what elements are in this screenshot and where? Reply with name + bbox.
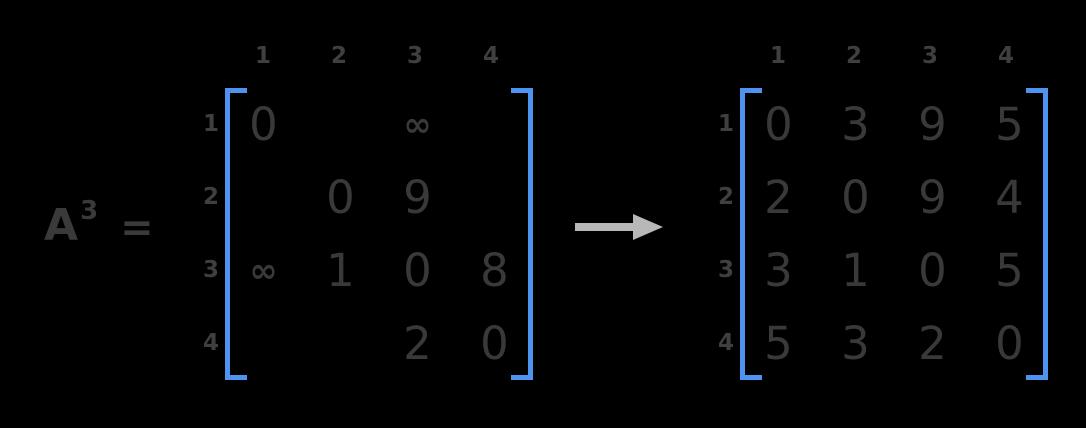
matrix-b-cell: 5 [764,317,793,370]
matrix-b-cell: 2 [764,171,793,224]
matrix-a-row: ∞ 1 0 8 [225,234,533,307]
matrix-a-col-header: 1 [254,43,271,69]
matrix-b-left-bracket [740,88,762,380]
matrix-b-col-header: 4 [997,43,1014,69]
matrix-a-cell: 0 [480,317,509,370]
matrix-b-row: 0 3 9 5 [740,88,1048,161]
matrix-b-cell: 3 [841,98,870,151]
matrix-b-row-label: 3 [717,257,734,283]
matrix-a-row-label: 1 [202,111,219,137]
matrix-a-cell: ∞ [403,104,432,145]
matrix-a-cell: 9 [403,171,432,224]
matrix-a-row-label: 2 [202,184,219,210]
matrix-a-cell [456,161,533,234]
matrix-b-row-label: 4 [717,330,734,356]
matrix-a-row: 0 9 [225,161,533,234]
matrix-a-row: 0 ∞ [225,88,533,161]
matrix-a-row-labels: 1 2 3 4 [185,88,219,380]
matrix-a-left-bracket [225,88,247,380]
matrix-b-cell: 5 [995,244,1024,297]
matrix-a-cell [225,307,302,380]
matrix-exponent: 3 [80,196,99,226]
matrix-b-cell: 3 [841,317,870,370]
matrix-b-row: 3 1 0 5 [740,234,1048,307]
matrix-b-col-header: 1 [769,43,786,69]
matrix-a-cell: 0 [403,244,432,297]
matrix-a-row-label: 3 [202,257,219,283]
matrix-b-col-header: 2 [845,43,862,69]
matrix-a-cell: 8 [480,244,509,297]
matrix-a-cell: 0 [326,171,355,224]
right-arrow-icon [575,214,663,240]
matrix-a-cell [456,88,533,161]
matrix-a-cell [225,161,302,234]
matrix-b-cell: 9 [918,98,947,151]
matrix-b-cell: 2 [918,317,947,370]
matrix-a-cell: 0 [249,98,278,151]
matrix-b-row-label: 1 [717,111,734,137]
matrix-b-cell: 9 [918,171,947,224]
matrix-b-row-labels: 1 2 3 4 [700,88,734,380]
matrix-b-cell: 4 [995,171,1024,224]
matrix-b-cell: 5 [995,98,1024,151]
matrix-name-A: A [44,200,79,251]
matrix-b-row: 2 0 9 4 [740,161,1048,234]
matrix-a-right-bracket [511,88,533,380]
matrix-b-cell: 1 [841,244,870,297]
matrix-a-cell: 1 [326,244,355,297]
matrix-a-row: 2 0 [225,307,533,380]
matrix-a-cell: ∞ [249,250,278,291]
matrix-a-cells: 0 ∞ 0 9 ∞ 1 0 8 [225,88,533,380]
matrix-b-cell: 0 [841,171,870,224]
matrix-b-row: 5 3 2 0 [740,307,1048,380]
matrix-b-right-bracket [1026,88,1048,380]
matrix-b-cell: 0 [995,317,1024,370]
matrix-a-column-headers: 1 2 3 4 [225,45,529,68]
matrix-b-cell: 3 [764,244,793,297]
matrix-a-row-label: 4 [202,330,219,356]
matrix-b-cells: 0 3 9 5 2 0 9 4 3 1 0 5 5 [740,88,1048,380]
equals-sign: = [120,205,154,251]
matrix-b-cell: 0 [918,244,947,297]
matrix-b-col-header: 3 [921,43,938,69]
matrix-a-col-header: 3 [406,43,423,69]
matrix-a-cell [302,88,379,161]
matrix-b-row-label: 2 [717,184,734,210]
matrix-b-cell: 0 [764,98,793,151]
matrix-a-col-header: 4 [482,43,499,69]
matrix-a-cell: 2 [403,317,432,370]
matrix-a-cell [302,307,379,380]
matrix-a-col-header: 2 [330,43,347,69]
matrix-b-column-headers: 1 2 3 4 [740,45,1044,68]
